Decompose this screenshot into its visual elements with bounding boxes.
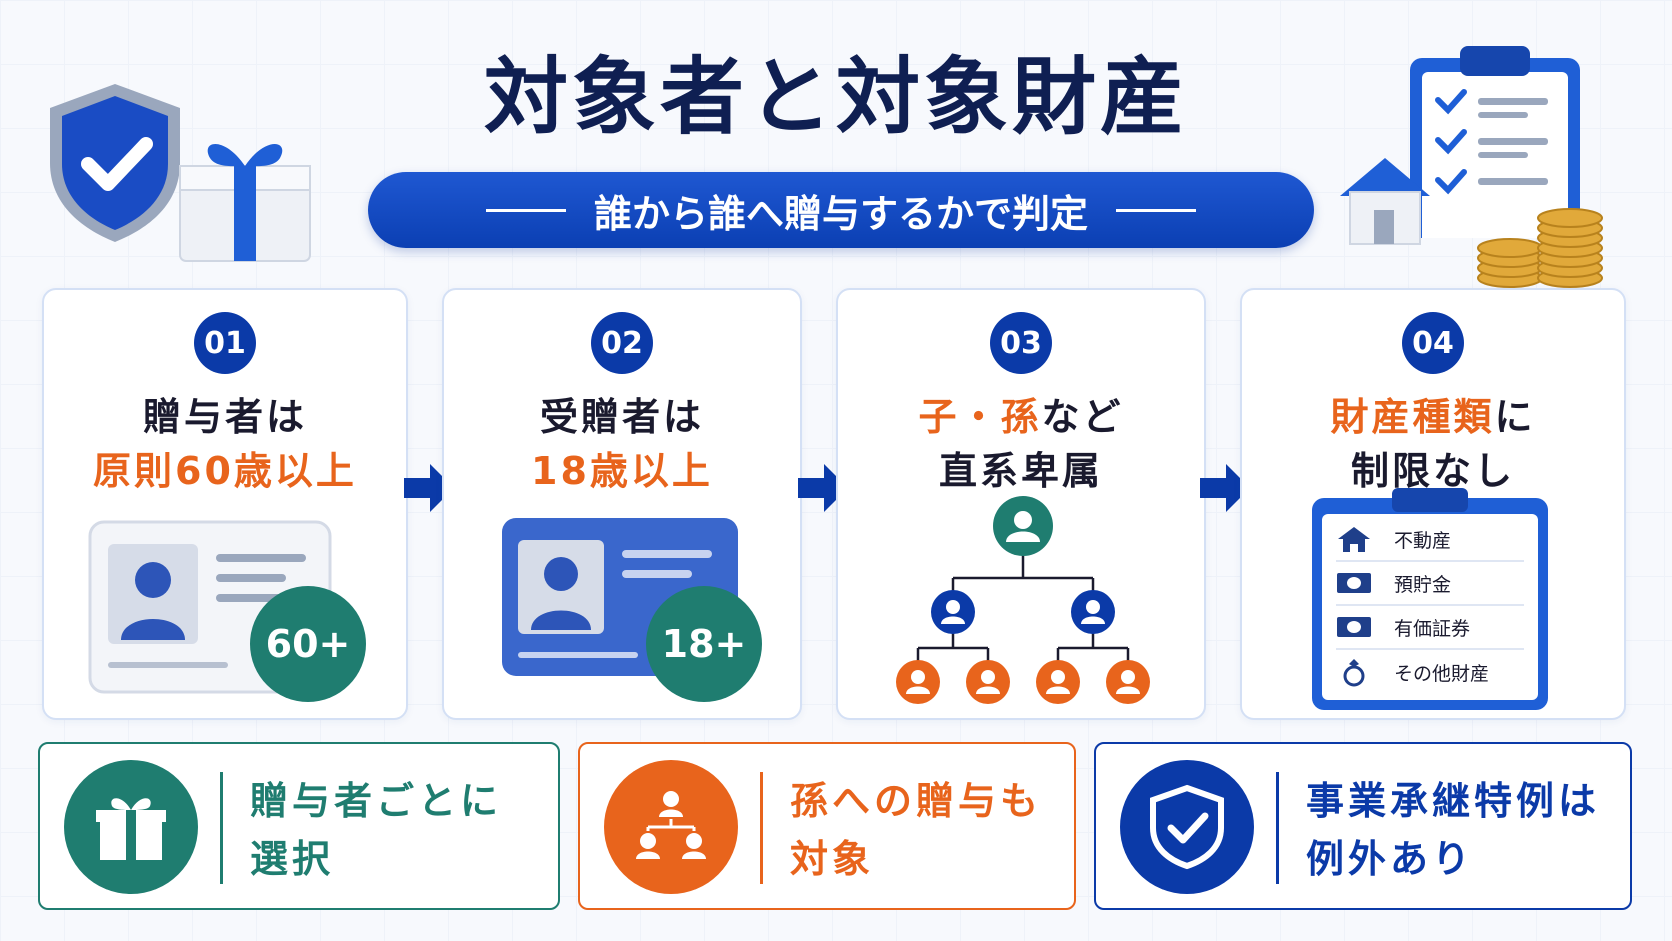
card-number: 04	[1402, 312, 1464, 374]
subtitle-text: 誰から誰へ贈与するかで判定	[593, 191, 1088, 236]
card-number: 02	[591, 312, 653, 374]
card-highlight: 制限なし	[1350, 449, 1515, 493]
page-title: 対象者と対象財産	[483, 48, 1188, 146]
asset-clipboard: 不動産 預貯金 有価証券 その他財産	[1312, 488, 1548, 710]
card-asset-types: 04 財産種類に 制限なし 不動産 預貯金 有価証券 その他財産	[1240, 288, 1626, 720]
age-badge: 18+	[646, 586, 762, 702]
shield-check-icon	[1120, 760, 1254, 894]
arrow-right-icon	[404, 464, 454, 512]
divider	[220, 772, 223, 884]
card-heading: 贈与者は	[142, 395, 307, 439]
banknote-icon	[1337, 573, 1371, 593]
ring-icon	[1343, 659, 1365, 687]
family-tree-icon	[896, 496, 1150, 704]
card-highlight: 原則60歳以上	[93, 449, 357, 493]
list-item: 有価証券	[1336, 606, 1524, 650]
gift-icon	[64, 760, 198, 894]
asset-list: 不動産 預貯金 有価証券 その他財産	[1322, 514, 1538, 700]
coins-icon	[1477, 208, 1603, 288]
note-text: 孫への贈与も対象	[790, 779, 1043, 881]
note-text: 事業承継特例は例外あり	[1306, 779, 1601, 881]
card-number: 01	[194, 312, 256, 374]
divider	[1276, 772, 1279, 884]
list-item: 預貯金	[1336, 562, 1524, 606]
house-icon	[1340, 158, 1430, 245]
age-badge: 60+	[250, 586, 366, 702]
list-item: その他財産	[1336, 650, 1524, 694]
list-item: 不動産	[1336, 518, 1524, 562]
shield-check-icon	[50, 84, 180, 242]
divider	[485, 208, 566, 212]
clipboard-clip	[1392, 488, 1468, 512]
subtitle-banner: 誰から誰へ贈与するかで判定	[368, 172, 1314, 248]
family-tree-icon	[604, 760, 738, 894]
card-heading: 財産種類に	[1330, 395, 1536, 439]
arrow-right-icon	[1200, 464, 1250, 512]
card-recipient-age: 02 受贈者は 18歳以上 18+	[442, 288, 802, 720]
note-business-succession: 事業承継特例は例外あり	[1094, 742, 1632, 910]
card-donor-age: 01 贈与者は 原則60歳以上 60+	[42, 288, 408, 720]
card-heading: 受贈者は	[539, 395, 704, 439]
card-number: 03	[990, 312, 1052, 374]
card-heading: 子・孫など	[918, 395, 1124, 439]
note-per-donor: 贈与者ごとに選択	[38, 742, 560, 910]
house-icon	[1338, 527, 1370, 552]
divider	[1116, 208, 1196, 212]
gift-icon	[179, 143, 311, 262]
note-grandchildren: 孫への贈与も対象	[578, 742, 1076, 910]
arrow-right-icon	[798, 464, 848, 512]
card-highlight: 直系卑属	[938, 449, 1103, 493]
card-lineal-descendants: 03 子・孫など 直系卑属	[836, 288, 1206, 720]
banknote-icon	[1337, 617, 1371, 637]
divider	[760, 772, 763, 884]
card-highlight: 18歳以上	[531, 449, 713, 493]
note-text: 贈与者ごとに選択	[250, 779, 503, 881]
clipboard-icon	[1410, 46, 1580, 238]
